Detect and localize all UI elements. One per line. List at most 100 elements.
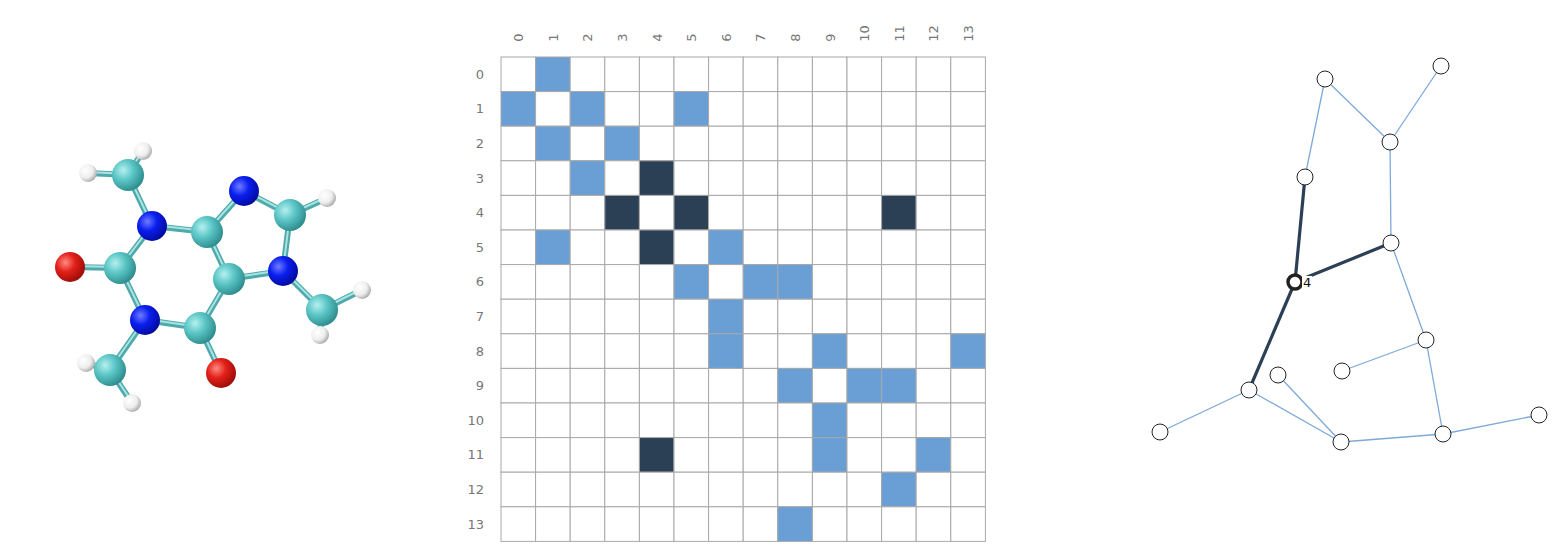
graph-vertex [1433,58,1449,74]
graph-vertex [1333,434,1349,450]
matrix-cell [639,230,674,265]
matrix-cell [847,403,882,438]
matrix-cell [709,472,744,507]
graph-vertex [1288,275,1302,289]
matrix-cell [501,403,536,438]
matrix-cell [847,507,882,542]
matrix-cell [882,230,917,265]
matrix-cell [882,368,917,403]
matrix-cell [812,299,847,334]
matrix-cell [951,299,986,334]
matrix-cell [847,438,882,473]
matrix-cell [812,472,847,507]
matrix-cell [882,92,917,127]
column-header: 4 [649,34,664,42]
matrix-cell [916,230,951,265]
atom-sphere [55,252,85,282]
matrix-cell [743,472,778,507]
matrix-cell [743,438,778,473]
matrix-cell [778,334,813,369]
matrix-cell [536,472,571,507]
matrix-cell [847,299,882,334]
matrix-cell [536,195,571,230]
matrix-cell [916,92,951,127]
matrix-cell [882,57,917,92]
matrix-cell [605,92,640,127]
molecule-model [55,142,371,412]
matrix-cell [778,299,813,334]
atom-sphere [268,256,298,286]
graph-vertex [1270,367,1286,383]
matrix-cell [605,334,640,369]
atom-sphere [206,358,236,388]
matrix-cell [743,368,778,403]
atom-sphere [104,252,136,284]
matrix-cell [639,161,674,196]
matrix-cell [709,368,744,403]
matrix-cell [605,126,640,161]
column-header: 0 [511,34,526,42]
matrix-cell [882,195,917,230]
matrix-cell [674,230,709,265]
matrix-cell [847,265,882,300]
matrix-cell [916,161,951,196]
matrix-cell [882,334,917,369]
matrix-cell [951,438,986,473]
matrix-cell [570,230,605,265]
matrix-cell [916,299,951,334]
row-header: 5 [476,240,484,255]
row-header: 6 [476,274,484,289]
matrix-cell [570,126,605,161]
matrix-cell [501,230,536,265]
matrix-cell [951,161,986,196]
matrix-cell [674,507,709,542]
matrix-cell [882,299,917,334]
matrix-cell [916,438,951,473]
row-header: 1 [476,101,484,116]
matrix-cell [674,126,709,161]
row-header: 0 [476,67,484,82]
matrix-cell [951,230,986,265]
row-header: 7 [476,309,484,324]
graph-edge [1443,415,1539,434]
matrix-cell [709,507,744,542]
matrix-cell [501,334,536,369]
matrix-cell [536,230,571,265]
matrix-cell [536,126,571,161]
matrix-cell [639,368,674,403]
matrix-cell [709,161,744,196]
graph-vertex [1241,382,1257,398]
graph-vertex [1382,134,1398,150]
matrix-cell [847,195,882,230]
matrix-cell [812,438,847,473]
matrix-cell [674,438,709,473]
matrix-cell [570,195,605,230]
matrix-cell [743,403,778,438]
matrix-cell [812,403,847,438]
matrix-cell [639,195,674,230]
matrix-cell [570,403,605,438]
atom-sphere [94,354,126,386]
graph-edge [1249,390,1341,442]
matrix-cell [882,472,917,507]
matrix-cell [605,368,640,403]
matrix-cell [501,195,536,230]
matrix-cell [570,265,605,300]
matrix-cell [743,299,778,334]
matrix-cell [536,507,571,542]
matrix-cell [674,299,709,334]
matrix-cell [501,507,536,542]
graph-edge [1160,390,1249,432]
atom-sphere [137,211,167,241]
matrix-cell [778,265,813,300]
matrix-cell [882,126,917,161]
matrix-cell [536,438,571,473]
matrix-cell [882,507,917,542]
matrix-cell [778,403,813,438]
graph-edge [1390,142,1391,243]
graph-vertex [1317,71,1333,87]
matrix-cell [605,230,640,265]
row-header: 4 [476,205,484,220]
